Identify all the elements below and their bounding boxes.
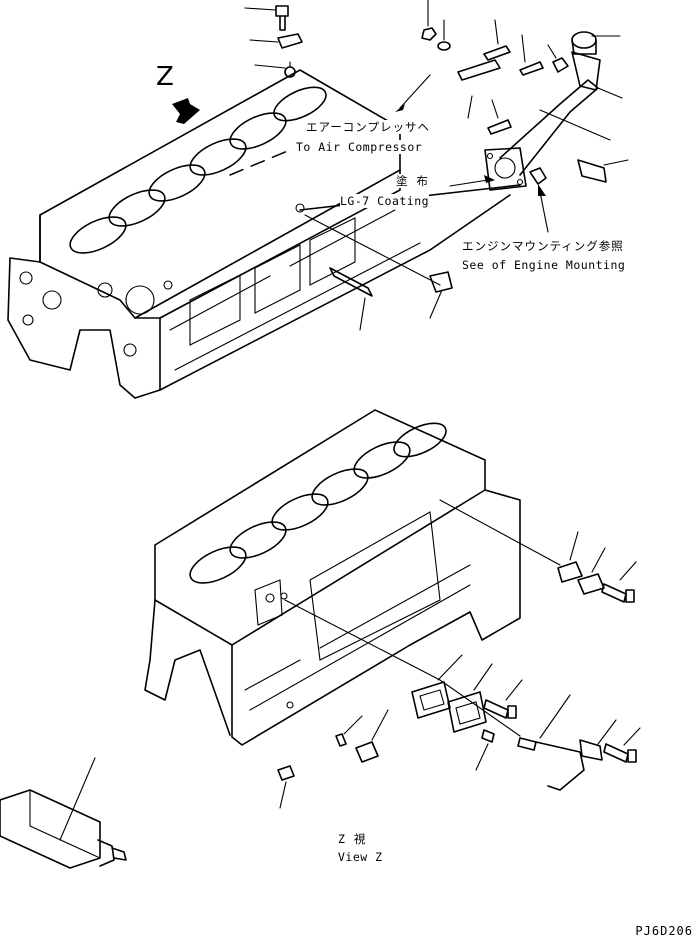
fitting-icon bbox=[429, 271, 453, 319]
cover-plate-icon bbox=[577, 547, 606, 595]
bolt-icon bbox=[601, 561, 637, 603]
hose-clamp-icon bbox=[577, 159, 629, 183]
pipe-icon bbox=[329, 267, 373, 331]
upper-parts bbox=[244, 0, 629, 331]
clip-icon bbox=[547, 44, 569, 73]
small-plug-icon bbox=[254, 61, 296, 78]
upper-cylinder-block bbox=[7, 69, 511, 399]
water-tube-icon bbox=[484, 51, 601, 191]
nut-icon bbox=[529, 167, 547, 185]
lower-parts bbox=[277, 531, 641, 809]
view-z-label-jp: Z 視 bbox=[338, 832, 367, 846]
tool-icon bbox=[0, 757, 127, 869]
drawing-code: PJ6D206 bbox=[635, 924, 693, 938]
sensor-icon bbox=[517, 694, 617, 791]
view-z-arrow bbox=[172, 98, 200, 124]
air-compressor-label-en: To Air Compressor bbox=[296, 140, 423, 154]
plug-icon bbox=[249, 33, 303, 49]
view-z-label-en: View Z bbox=[338, 850, 383, 864]
bolt-icon bbox=[519, 34, 544, 76]
plug-icon bbox=[355, 709, 389, 763]
cap-icon bbox=[571, 31, 621, 55]
engine-mounting-label-en: See of Engine Mounting bbox=[462, 258, 626, 272]
bolt-icon bbox=[603, 727, 641, 763]
coating-label-en: LG-7 Coating bbox=[340, 194, 430, 208]
nut-icon bbox=[421, 0, 437, 41]
air-compressor-label-jp: エアーコンプレッサヘ bbox=[306, 120, 430, 134]
cover-plate-icon bbox=[447, 663, 493, 733]
lower-bores bbox=[189, 422, 447, 584]
bolt-icon bbox=[487, 99, 512, 135]
view-z-letter: Z bbox=[156, 62, 174, 92]
pin-icon bbox=[335, 715, 363, 747]
bolt-icon bbox=[475, 729, 495, 771]
washer-icon bbox=[437, 19, 451, 51]
bolt-icon bbox=[244, 5, 289, 31]
bolt-icon bbox=[483, 679, 523, 719]
lower-cylinder-block bbox=[144, 409, 521, 746]
gasket-icon bbox=[557, 531, 583, 583]
plug-icon bbox=[277, 765, 295, 809]
bracket-icon bbox=[457, 59, 501, 119]
engine-mounting-label-jp: エンジンマウンティング参照 bbox=[462, 239, 624, 253]
gasket-icon bbox=[411, 654, 463, 719]
coating-label-jp: 塗 布 bbox=[396, 174, 429, 188]
bolt-icon bbox=[483, 19, 511, 61]
upper-bores bbox=[69, 86, 327, 254]
